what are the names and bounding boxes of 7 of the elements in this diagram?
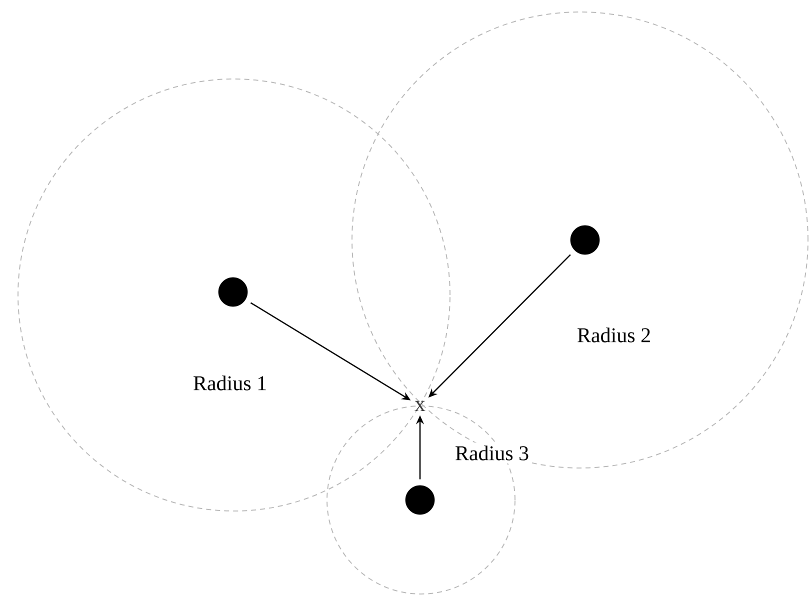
dot [570,225,600,255]
point-label: x [414,400,426,412]
edge-label: Radius 3 [452,442,532,464]
dot [218,277,248,307]
edge-label: Radius 1 [190,372,270,394]
dot [405,485,435,515]
edge-label: Radius 2 [574,324,654,346]
